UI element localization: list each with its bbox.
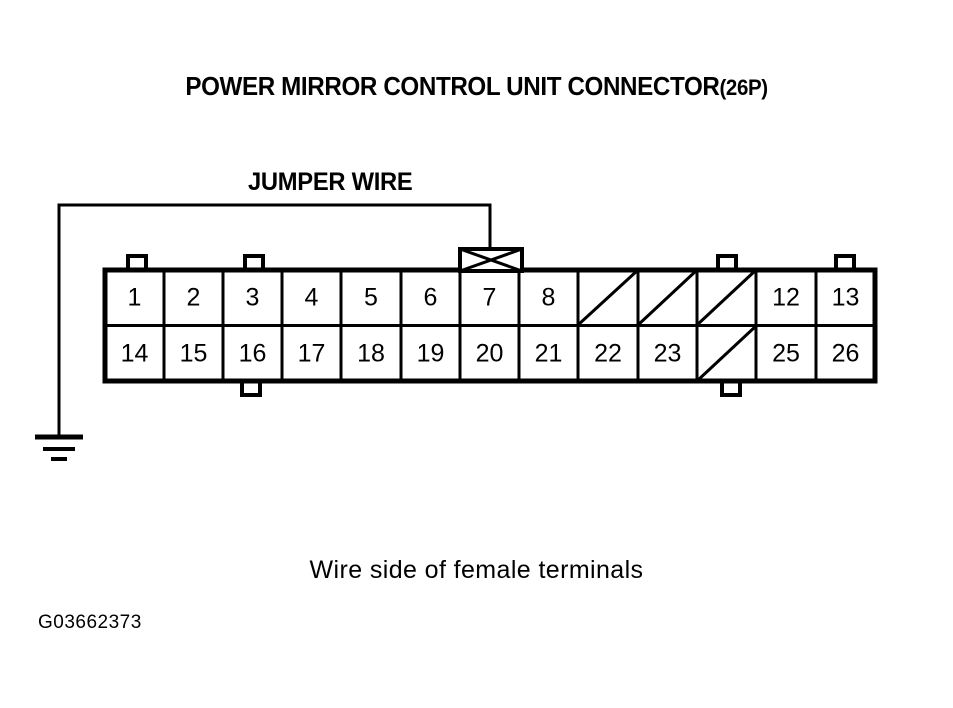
blank-diagonal-bottom-24 [695,324,758,383]
pin-label-top-12: 12 [772,284,800,312]
pin-label-top-2: 2 [187,284,201,312]
blank-diagonal-top-10 [636,268,699,327]
pin-label-bottom-16: 16 [239,340,267,368]
pin-label-bottom-19: 19 [417,340,445,368]
blank-cavity-marks [576,268,758,383]
pin-label-bottom-22: 22 [594,340,622,368]
pin-label-bottom-20: 20 [476,340,504,368]
pin-label-top-7: 7 [483,284,497,312]
figure-caption: Wire side of female terminals [309,556,644,584]
jumper-probe-crossed-box-icon [458,247,524,273]
pin-number-labels: 1 2 3 4 5 6 7 8 12 13 14 15 16 17 18 19 … [121,284,860,368]
figure-title: POWER MIRROR CONTROL UNIT CONNECTOR(26P) [33,71,919,102]
pin-label-bottom-23: 23 [654,340,682,368]
figure-title-suffix: (26P) [719,75,768,100]
pin-label-top-1: 1 [128,284,142,312]
pin-label-top-6: 6 [424,284,438,312]
pin-label-bottom-18: 18 [357,340,385,368]
jumper-wire-label: JUMPER WIRE [248,168,413,196]
pin-label-bottom-14: 14 [121,340,149,368]
pin-label-top-5: 5 [364,284,378,312]
pin-label-bottom-25: 25 [772,340,800,368]
pin-label-top-4: 4 [305,284,319,312]
pin-label-bottom-17: 17 [298,340,326,368]
jumper-wire-path [57,203,492,437]
blank-diagonal-top-9 [576,268,640,327]
figure-code: G03662373 [38,612,142,633]
pin-label-bottom-21: 21 [535,340,563,368]
pin-label-top-8: 8 [542,284,556,312]
ground-symbol-icon [35,434,83,461]
pin-label-top-3: 3 [246,284,260,312]
connector-grid [105,270,875,381]
pin-label-bottom-26: 26 [832,340,860,368]
pin-label-top-13: 13 [832,284,860,312]
blank-diagonal-top-11 [695,268,758,327]
pin-label-bottom-15: 15 [180,340,208,368]
figure-title-main: POWER MIRROR CONTROL UNIT CONNECTOR [185,71,720,101]
